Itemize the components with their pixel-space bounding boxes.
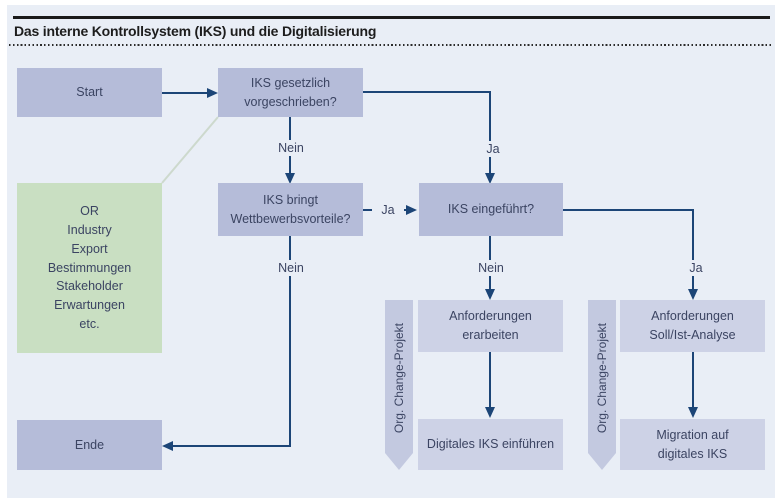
edge-label-q2-ja: Ja xyxy=(372,202,404,218)
banner-org-change-projekt-right: Org. Change-Projekt xyxy=(588,300,616,470)
node-migration-auf-digitales-iks: Migration auf digitales IKS xyxy=(620,419,765,470)
banner-org-change-projekt-left: Org. Change-Projekt xyxy=(385,300,413,470)
banner-left-label: Org. Change-Projekt xyxy=(392,322,406,434)
node-digitales-iks-einfuehren: Digitales IKS einführen xyxy=(418,419,563,470)
edge-label-q1-nein: Nein xyxy=(266,140,316,156)
edge-label-q1-ja: Ja xyxy=(476,141,510,157)
arrow-heads xyxy=(162,88,698,451)
node-ende: Ende xyxy=(17,420,162,470)
node-anforderungen-erarbeiten: Anforderungen erarbeiten xyxy=(418,300,563,352)
title-top-rule xyxy=(13,16,770,19)
edge-label-q3-ja: Ja xyxy=(679,260,713,276)
node-start: Start xyxy=(17,68,162,117)
node-anforderungen-soll-ist-analyse: Anforderungen Soll/Ist-Analyse xyxy=(620,300,765,352)
node-iks-gesetzlich-vorgeschrieben: IKS gesetzlich vorgeschrieben? xyxy=(218,68,363,117)
edge-label-q3-nein: Nein xyxy=(466,260,516,276)
diagonal-connector xyxy=(161,116,219,184)
banner-right-label: Org. Change-Projekt xyxy=(595,322,609,434)
node-iks-bringt-wettbewerbsvorteile: IKS bringt Wettbewerbsvorteile? xyxy=(218,183,363,236)
title-dotted-rule xyxy=(9,44,771,46)
node-or-sources: OR Industry Export Bestimmungen Stakehol… xyxy=(17,183,162,353)
page-title: Das interne Kontrollsystem (IKS) und die… xyxy=(14,23,377,39)
node-iks-eingefuehrt: IKS eingeführt? xyxy=(419,183,563,236)
edge-label-q2-nein: Nein xyxy=(266,260,316,276)
